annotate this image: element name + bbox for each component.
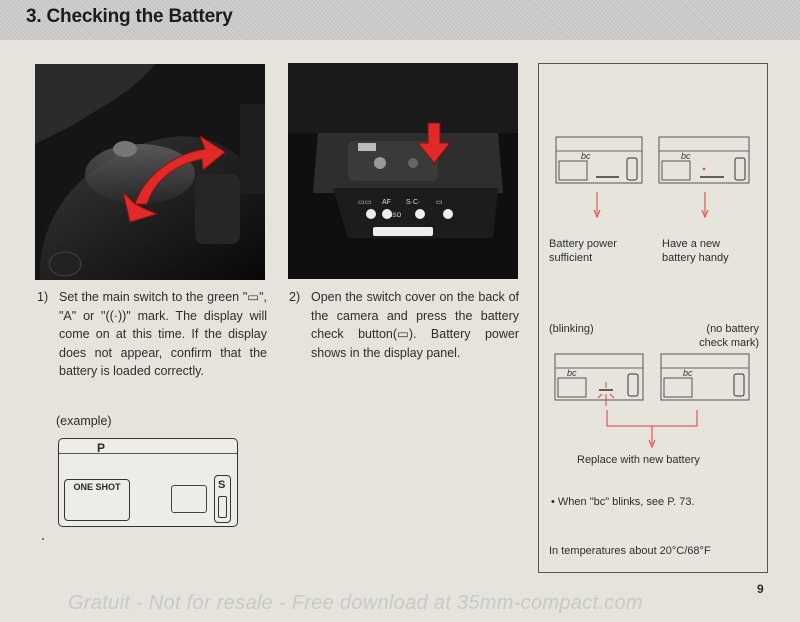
- step-1-number: 1): [37, 290, 49, 304]
- lcd-mode-text: ONE SHOT: [73, 482, 121, 492]
- label-new-handy-2: battery handy: [662, 252, 729, 264]
- battery-status-panel: bc bc bc: [538, 63, 768, 573]
- lcd-example: P ONE SHOT S: [58, 438, 238, 527]
- lcd-new-handy: bc: [658, 136, 750, 184]
- label-sufficient-2: sufficient: [549, 252, 593, 264]
- lcd-mode-box: ONE SHOT: [64, 479, 130, 521]
- lcd-blinking: bc: [554, 353, 644, 406]
- label-blinking: (blinking): [549, 323, 594, 335]
- svg-text:▭: ▭: [436, 199, 443, 206]
- example-label: (example): [56, 414, 112, 428]
- lcd-s-box: S: [214, 475, 231, 523]
- lcd-no-check: bc: [660, 353, 750, 401]
- photo-switch-cover: ▭▭ AF S·C· ▭ ISO: [288, 63, 518, 279]
- rotate-arrow-icon: [122, 134, 226, 223]
- lcd-divider: [59, 453, 237, 454]
- lcd-s-text: S: [218, 479, 226, 491]
- lcd-small-box: [171, 485, 207, 513]
- header-band: [0, 0, 800, 40]
- step-1-text: Set the main switch to the green "▭", "A…: [59, 290, 267, 378]
- label-sufficient-1: Battery power: [549, 238, 617, 250]
- page-number: 9: [757, 582, 764, 596]
- label-new-handy-1: Have a new: [662, 238, 721, 250]
- label-replace: Replace with new battery: [577, 454, 700, 466]
- label-no-check-1: (no battery: [706, 323, 759, 335]
- photo-label-sc: S·C·: [406, 199, 420, 206]
- lcd-code-3: bc: [567, 368, 577, 378]
- step-2-number: 2): [289, 290, 301, 304]
- note-bc-blinks: • When "bc" blinks, see P. 73.: [551, 496, 695, 508]
- watermark: Gratuit - Not for resale - Free download…: [68, 592, 643, 614]
- lcd-code-1: bc: [581, 151, 591, 161]
- photo-label-af: AF: [382, 199, 391, 206]
- lcd-battery-bar: [218, 496, 227, 518]
- down-arrow-icon: [416, 122, 452, 164]
- lcd-p-mark: P: [97, 441, 106, 455]
- photo-main-switch: [35, 64, 265, 280]
- step-2-text: Open the switch cover on the back of the…: [311, 290, 519, 360]
- photo-label-iso: ISO: [391, 213, 402, 219]
- dot-mark: [42, 538, 44, 540]
- lcd-sufficient: bc: [555, 136, 643, 184]
- svg-text:▭▭: ▭▭: [358, 199, 371, 206]
- label-no-check-2: check mark): [699, 337, 759, 349]
- note-temperature: In temperatures about 20°C/68°F: [549, 545, 711, 557]
- lcd-code-2: bc: [681, 151, 691, 161]
- page-title: 3. Checking the Battery: [26, 6, 233, 27]
- lcd-code-4: bc: [683, 368, 693, 378]
